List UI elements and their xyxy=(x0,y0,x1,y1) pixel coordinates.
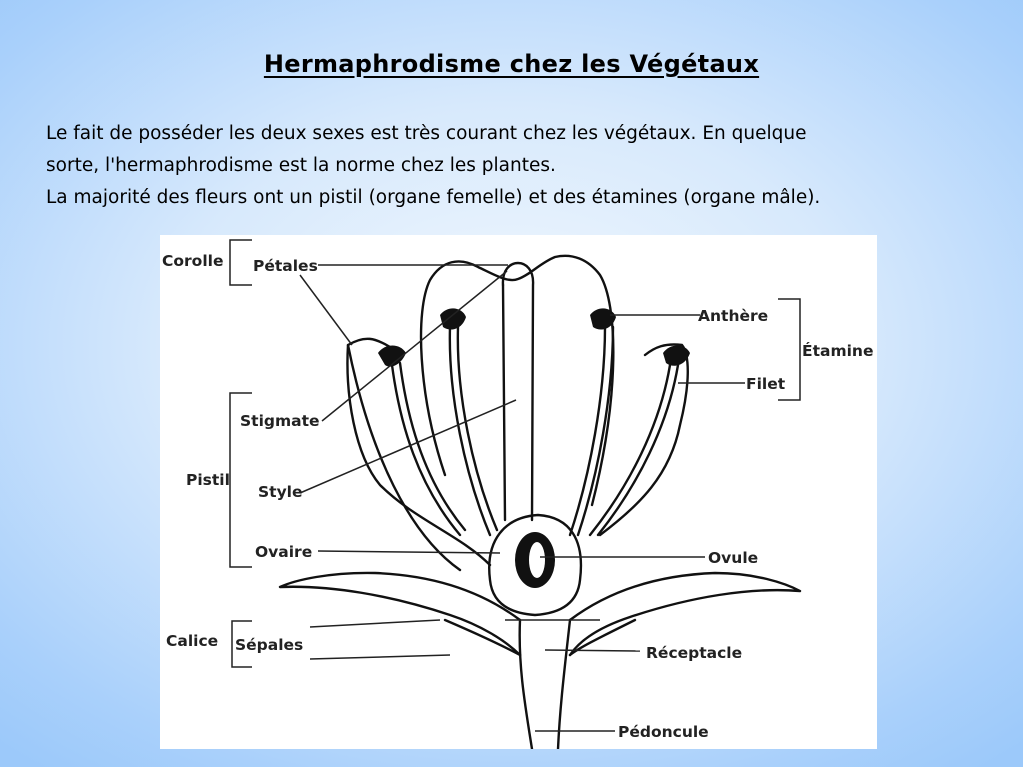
bracket-corolle xyxy=(229,239,252,286)
label-ovaire: Ovaire xyxy=(255,543,312,561)
label-pedoncule: Pédoncule xyxy=(618,723,709,741)
label-ovule: Ovule xyxy=(708,549,758,567)
filament-left-b xyxy=(398,361,467,532)
flower-diagram: Corolle Pétales Stigmate Pistil Style Ov… xyxy=(160,235,877,749)
line-receptacle xyxy=(544,649,641,652)
label-etamine: Étamine xyxy=(802,341,873,360)
line-sepales-1 xyxy=(309,619,441,628)
intro-paragraph: Le fait de posséder les deux sexes est t… xyxy=(46,118,986,214)
page-title: Hermaphrodisme chez les Végétaux xyxy=(263,50,760,78)
filament-mid-right-b xyxy=(576,325,615,537)
line-style xyxy=(299,399,517,494)
sepal-left-lower xyxy=(443,618,522,657)
line-ovaire xyxy=(317,550,501,554)
bracket-etamine xyxy=(778,298,801,401)
intro-line-3: La majorité des fleurs ont un pistil (or… xyxy=(46,187,821,208)
label-style: Style xyxy=(258,483,303,501)
filament-left-a xyxy=(390,363,462,537)
label-filet: Filet xyxy=(746,375,786,393)
line-petales-2 xyxy=(299,274,353,346)
anther-left xyxy=(378,345,406,367)
stem-right-outline xyxy=(556,618,572,749)
filament-mid-left-b xyxy=(456,325,499,532)
label-sepales: Sépales xyxy=(235,636,303,654)
ovary-outline xyxy=(488,513,583,617)
label-anthere: Anthère xyxy=(698,307,768,325)
anther-right xyxy=(663,345,690,366)
bracket-pistil xyxy=(229,392,252,568)
label-calice: Calice xyxy=(166,632,218,650)
filament-mid-left-a xyxy=(448,325,492,537)
filament-right-b xyxy=(596,363,680,537)
filament-mid-right-a xyxy=(568,325,607,537)
line-sepales-2 xyxy=(309,654,451,660)
petal-central xyxy=(419,254,615,507)
anther-mid-left xyxy=(440,308,466,330)
anther-mid-right xyxy=(590,308,616,330)
label-corolle: Corolle xyxy=(162,252,223,270)
flower-diagram-svg: Corolle Pétales Stigmate Pistil Style Ov… xyxy=(162,239,873,749)
sepal-right xyxy=(568,571,802,657)
label-stigmate: Stigmate xyxy=(240,412,320,430)
petal-right xyxy=(598,343,689,537)
label-receptacle: Réceptacle xyxy=(646,644,742,662)
intro-line-1: Le fait de posséder les deux sexes est t… xyxy=(46,123,807,144)
sepal-right-lower xyxy=(568,618,637,657)
intro-line-2: sorte, l'hermaphrodisme est la norme che… xyxy=(46,155,556,176)
label-petales: Pétales xyxy=(253,257,318,275)
petal-left xyxy=(346,337,492,567)
line-stigmate xyxy=(321,270,508,422)
style-left-line xyxy=(501,283,507,522)
style-right-line xyxy=(501,261,535,522)
stem-left-outline xyxy=(518,618,534,749)
filament-right-a xyxy=(588,363,672,537)
label-pistil: Pistil xyxy=(186,471,230,489)
bracket-calice xyxy=(231,620,252,668)
ovule-center xyxy=(529,542,545,578)
sepal-left xyxy=(278,571,522,657)
petal-left-inner xyxy=(346,343,462,572)
